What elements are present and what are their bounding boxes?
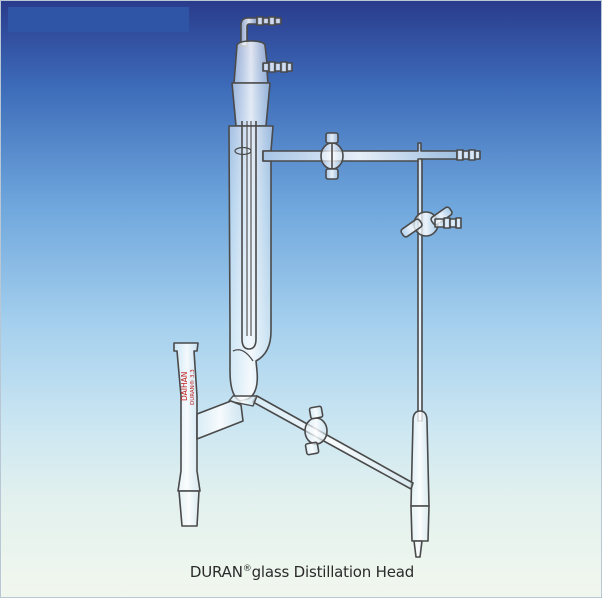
middle-stopcock [400,206,462,238]
upper-side-arm [262,142,458,162]
top-hose-connector [240,16,282,47]
left-branch [196,400,244,440]
vessel-brand-print: DAIHAN [180,372,189,401]
receiver-tube [410,410,430,507]
top-blue-bar [8,7,189,32]
upper-stopcock [320,132,344,180]
left-vessel-bottom-joint [178,490,200,527]
diagonal-return-tube [252,395,414,490]
upper-right-hose-barb [456,149,481,161]
caption-description: glass Distillation Head [251,563,415,581]
cold-finger [241,121,257,350]
caption-registered-mark: ® [242,564,252,574]
product-caption: DURAN®glass Distillation Head [1,563,602,581]
receiver-joint [410,505,430,542]
caption-brand: DURAN [189,563,243,581]
lower-stopcock [304,405,328,456]
condenser-head [233,40,269,84]
vessel-spec-print: DURAN® 3.3 [189,369,196,405]
left-vessel-neck [173,342,201,492]
descending-tube [417,158,423,422]
top-joint [231,82,271,127]
